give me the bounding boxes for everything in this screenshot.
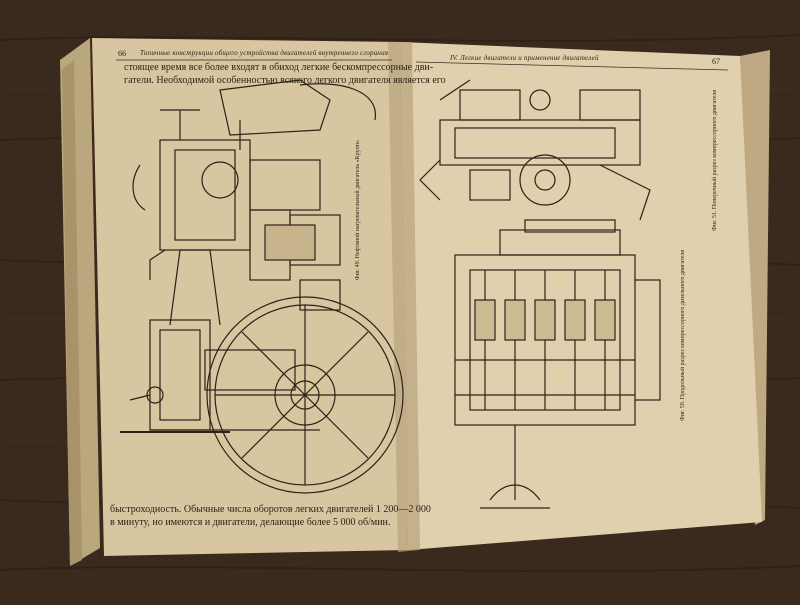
left-figure-caption: Фиг. 49. Нефтяной нагревательный двигате…	[355, 140, 361, 281]
right-page	[400, 42, 762, 550]
left-page-number: 66	[118, 49, 126, 58]
flywheel-engine-drawing	[120, 249, 404, 494]
left-running-header: Типичные конструкции общего устройства д…	[140, 49, 389, 57]
right-figure-caption-bottom: Фиг. 50. Продольный разрез компрессорног…	[680, 250, 686, 422]
left-bottom-text-line-1: быстроходность. Обычные числа оборотов л…	[110, 504, 431, 515]
engine-drawing-left-top	[132, 79, 376, 311]
right-page-number: 67	[712, 57, 720, 66]
right-figure-caption-top: Фиг. 51. Поперечный разрез компрессорног…	[712, 90, 718, 231]
left-bottom-text-line-2: в минуту, но имеются и двигатели, делающ…	[110, 517, 391, 528]
left-top-text-line-1: стоящее время все более входят в обиход …	[124, 62, 434, 73]
engine-drawing-right-top	[419, 79, 651, 221]
left-top-text-line-2: гатели. Необходимой особенностью всякого…	[124, 75, 446, 86]
right-running-header: IV. Легкие двигатели и применение двигат…	[450, 54, 599, 62]
left-page	[92, 38, 408, 556]
engine-section-right-bottom	[454, 219, 661, 509]
